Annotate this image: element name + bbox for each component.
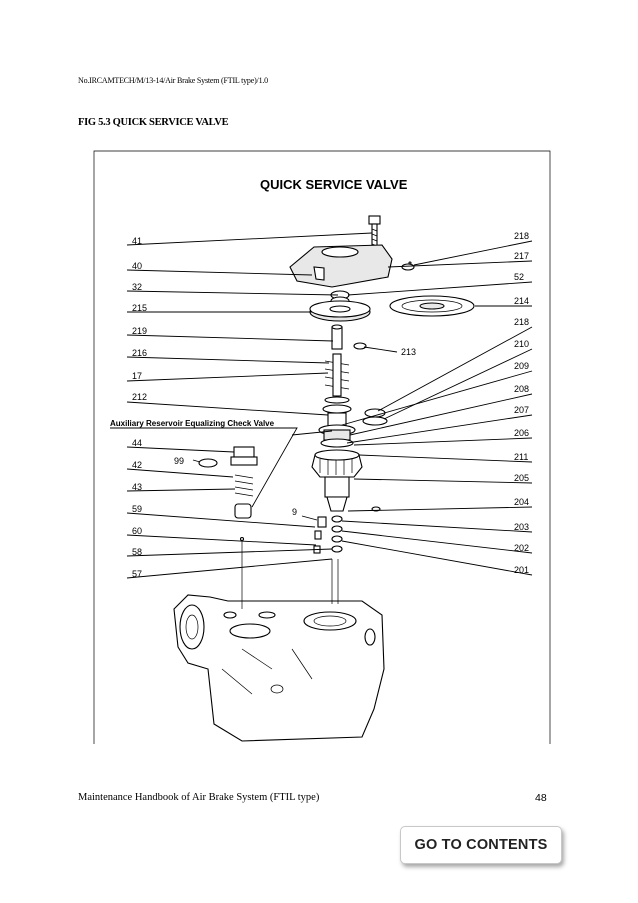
equalizing-check-valve [198, 446, 322, 554]
label-202: 202 [514, 543, 529, 553]
label-42: 42 [132, 460, 142, 470]
label-43: 43 [132, 482, 142, 492]
label-205: 205 [514, 473, 529, 483]
labels-right: 218 217 52 214 218 210 209 208 207 206 2… [514, 231, 529, 575]
document-reference: No.IRCAMTECH/M/13-14/Air Brake System (F… [78, 76, 268, 85]
figure-caption: FIG 5.3 QUICK SERVICE VALVE [78, 117, 229, 128]
label-217: 217 [514, 251, 529, 261]
label-208: 208 [514, 384, 529, 394]
valve-body [173, 541, 385, 742]
label-203: 203 [514, 522, 529, 532]
labels-inner: 213 99 9 [174, 347, 416, 517]
diagram-title: QUICK SERVICE VALVE [260, 177, 408, 192]
go-to-contents-button[interactable]: GO TO CONTENTS [400, 826, 562, 864]
label-218-top: 218 [514, 231, 529, 241]
label-216: 216 [132, 348, 147, 358]
label-44: 44 [132, 438, 142, 448]
leader-lines-left [110, 232, 373, 579]
label-219: 219 [132, 326, 147, 336]
label-209: 209 [514, 361, 529, 371]
footer-title: Maintenance Handbook of Air Brake System… [78, 792, 320, 803]
label-99: 99 [174, 456, 184, 466]
check-valve-heading: Auxiliary Reservoir Equalizing Check Val… [110, 419, 275, 428]
cap-assembly [289, 215, 475, 322]
quick-service-valve-diagram: QUICK SERVICE VALVE [93, 150, 551, 744]
label-218-mid: 218 [514, 317, 529, 327]
label-9: 9 [292, 507, 297, 517]
label-57: 57 [132, 569, 142, 579]
label-206: 206 [514, 428, 529, 438]
labels-left: 41 40 32 215 219 216 17 212 Auxiliary Re… [110, 236, 275, 579]
label-204: 204 [514, 497, 529, 507]
central-valve-stack [311, 324, 388, 553]
label-215: 215 [132, 303, 147, 313]
label-58: 58 [132, 547, 142, 557]
label-201: 201 [514, 565, 529, 575]
label-214: 214 [514, 296, 529, 306]
label-52: 52 [514, 272, 524, 282]
label-212: 212 [132, 392, 147, 402]
label-32: 32 [132, 282, 142, 292]
label-213: 213 [401, 347, 416, 357]
label-211: 211 [514, 452, 528, 462]
label-207: 207 [514, 405, 529, 415]
label-41: 41 [132, 236, 142, 246]
leader-lines-right [192, 240, 533, 576]
label-59: 59 [132, 504, 142, 514]
label-210: 210 [514, 339, 529, 349]
label-60: 60 [132, 526, 142, 536]
label-17: 17 [132, 371, 142, 381]
page-number: 48 [535, 792, 547, 804]
label-40: 40 [132, 261, 142, 271]
